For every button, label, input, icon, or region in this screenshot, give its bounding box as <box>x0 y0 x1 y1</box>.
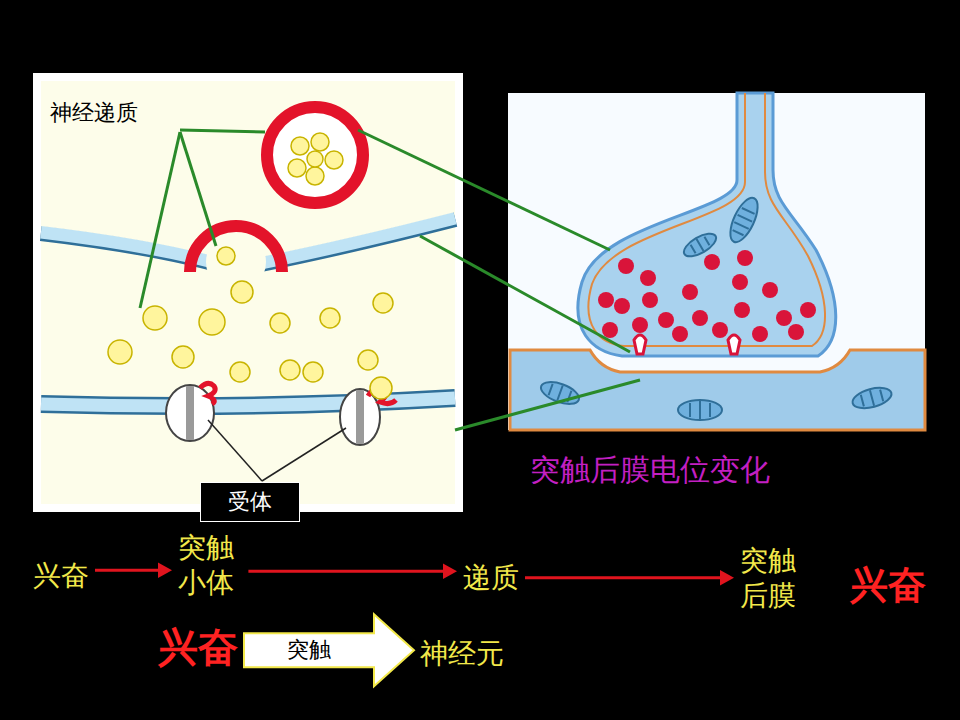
node-text: 突触 小体 <box>178 530 242 600</box>
synaptic-vesicle <box>267 107 363 203</box>
node-text: 突触 后膜 <box>740 543 804 613</box>
vesicle-dot <box>692 310 708 326</box>
connector-line <box>95 569 162 572</box>
vesicle-dot <box>598 292 614 308</box>
vesicle-transmitters <box>288 133 343 185</box>
connector-line <box>525 576 724 579</box>
connector <box>244 614 414 686</box>
node-text: 受体 <box>211 488 289 516</box>
result-text: 兴奋 <box>158 622 238 672</box>
cleft-transmitters <box>108 281 393 382</box>
vesicle-dot <box>618 258 634 274</box>
vesicle-dot <box>762 282 778 298</box>
flow-text: 递质 <box>463 560 519 595</box>
vesicle-dot <box>672 326 688 342</box>
flow-text: 神经元 <box>420 636 504 671</box>
mitochondria <box>538 194 894 420</box>
vesicle-dot <box>776 310 792 326</box>
arrow-head <box>720 570 734 585</box>
knob-membrane <box>588 93 825 346</box>
vesicle-dot <box>642 292 658 308</box>
flow-text: 兴奋 <box>33 558 89 593</box>
connector-line <box>248 570 447 573</box>
node-text: 兴奋 <box>850 562 926 610</box>
flow-text: 突触 后膜 <box>740 543 804 613</box>
arrow-head <box>443 564 457 579</box>
vesicle-dot <box>734 302 750 318</box>
vesicle-dot <box>614 298 630 314</box>
connector <box>95 563 172 578</box>
block-arrow <box>244 614 414 686</box>
node-text: 兴奋 <box>158 622 238 672</box>
receptor-leaders <box>208 420 346 481</box>
leader-lines <box>140 130 640 430</box>
connector <box>248 564 457 579</box>
panel-ground <box>41 81 455 504</box>
vesicle-dot <box>658 312 674 328</box>
flow-text: 突触 小体 <box>178 530 242 600</box>
edge-label: 突触 <box>284 635 334 665</box>
vesicle-dot <box>640 270 656 286</box>
vesicle-dot <box>800 302 816 318</box>
result-text: 兴奋 <box>850 562 926 610</box>
transmitter <box>217 247 235 265</box>
connector <box>525 570 734 585</box>
node-text: 递质 <box>463 560 519 595</box>
node-text: 兴奋 <box>33 558 89 593</box>
arrow-head <box>158 563 172 578</box>
caption-label: 突触后膜电位变化 <box>530 450 770 491</box>
vesicle-dot <box>682 284 698 300</box>
vesicle-dot <box>752 326 768 342</box>
vesicle-dot <box>737 250 753 266</box>
vesicle-dot <box>704 254 720 270</box>
node-text: 神经元 <box>420 636 504 671</box>
panel <box>508 93 925 430</box>
release-sites <box>634 335 740 354</box>
synaptic-knob <box>578 93 836 356</box>
knob-vesicles <box>598 250 816 342</box>
vesicle-dot <box>602 322 618 338</box>
postsynaptic-neuron <box>510 350 925 430</box>
part-label: 神经递质 <box>50 98 138 128</box>
vesicle-dot <box>632 317 648 333</box>
panel <box>33 73 463 512</box>
receptors <box>166 377 396 445</box>
vesicle-dot <box>732 274 748 290</box>
fusing-vesicle <box>190 226 282 272</box>
vesicle-dot <box>788 324 804 340</box>
label-box: 受体 <box>200 482 300 522</box>
vesicle-dot <box>712 322 728 338</box>
